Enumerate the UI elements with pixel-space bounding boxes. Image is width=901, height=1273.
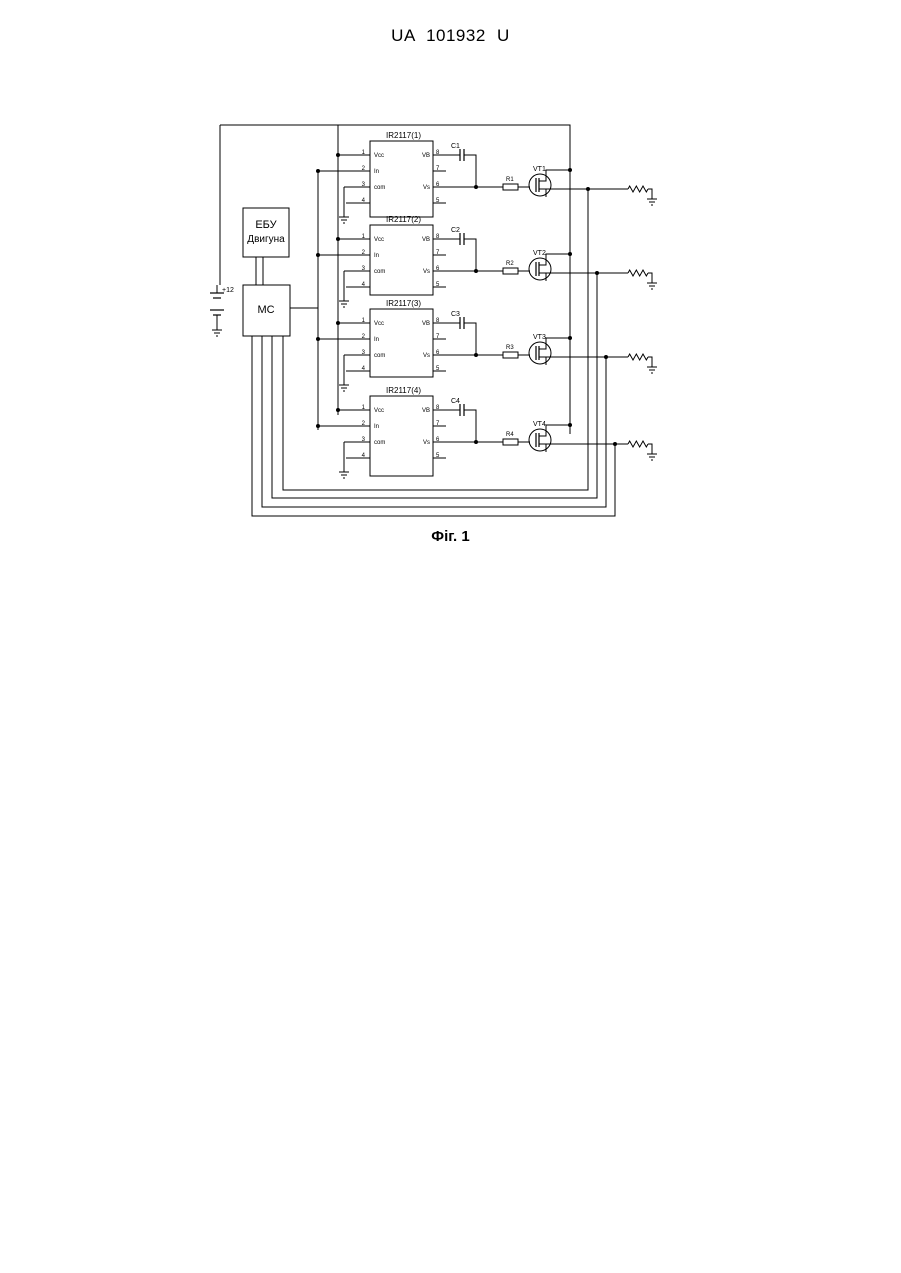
ground-wire xyxy=(344,271,346,301)
mc-block: МС xyxy=(243,285,290,336)
pin-label: Vcc xyxy=(374,153,384,159)
driver-stage-3: IR2117(3)1Vcc2In3com48VB76Vs5C3R3VT3 xyxy=(318,299,652,385)
driver-stage-4: IR2117(4)1Vcc2In3com48VB76Vs5C4R4VT4 xyxy=(318,386,652,476)
pin-label: In xyxy=(374,169,379,175)
junction-dot xyxy=(316,253,320,257)
transistor-label: VT1 xyxy=(533,166,546,173)
ground-icon xyxy=(339,385,349,391)
cap-wire xyxy=(464,239,476,271)
junction-dot xyxy=(474,353,478,357)
pin-label: Vs xyxy=(423,353,430,359)
pin-label: Vcc xyxy=(374,237,384,243)
source-wire xyxy=(546,273,628,281)
ic-name: IR2117(4) xyxy=(386,386,421,395)
load-wire xyxy=(648,444,652,454)
source-wire xyxy=(546,357,628,365)
junction-dot xyxy=(474,269,478,273)
ground-icon xyxy=(339,217,349,223)
pin-label: VB xyxy=(422,321,430,327)
junction-dot xyxy=(595,271,599,275)
capacitor-label: C1 xyxy=(451,143,460,150)
junction-dot xyxy=(568,168,572,172)
static-wiring xyxy=(220,125,615,516)
junction-dot xyxy=(586,187,590,191)
load-wire xyxy=(648,357,652,367)
load-wire xyxy=(648,273,652,283)
ground-icon xyxy=(647,199,657,205)
drain-wire xyxy=(546,254,570,257)
junction-dot xyxy=(336,408,340,412)
mc-label: МС xyxy=(257,304,274,316)
transistor-label: VT4 xyxy=(533,421,546,428)
cap-wire xyxy=(464,410,476,442)
resistor-label: R4 xyxy=(506,432,514,438)
drain-wire xyxy=(546,170,570,173)
transistor-label: VT2 xyxy=(533,250,546,257)
pin-label: com xyxy=(374,440,385,446)
pin-label: In xyxy=(374,337,379,343)
figure-caption: Фіг. 1 xyxy=(0,528,901,545)
junction-dot xyxy=(474,440,478,444)
capacitor-label: C4 xyxy=(451,398,460,405)
pin-label: VB xyxy=(422,237,430,243)
junction-dot xyxy=(316,424,320,428)
ic-name: IR2117(1) xyxy=(386,131,421,140)
junction-dot xyxy=(336,237,340,241)
capacitor-label: C2 xyxy=(451,227,460,234)
driver-stage-1: IR2117(1)1Vcc2In3com48VB76Vs5C1R1VT1 xyxy=(318,131,652,217)
drain-wire xyxy=(546,338,570,341)
pin-label: VB xyxy=(422,153,430,159)
ground-icon xyxy=(647,367,657,373)
ic-name: IR2117(3) xyxy=(386,299,421,308)
resistor-label: R2 xyxy=(506,261,514,267)
pin-label: Vs xyxy=(423,440,430,446)
junction-dot xyxy=(474,185,478,189)
pin-label: Vs xyxy=(423,269,430,275)
cap-wire xyxy=(464,155,476,187)
junction-dot xyxy=(316,169,320,173)
resistor-label: R3 xyxy=(506,345,514,351)
ground-icon xyxy=(647,454,657,460)
junction-dot xyxy=(316,337,320,341)
battery-symbol: +12 xyxy=(210,285,234,336)
junction-dot xyxy=(604,355,608,359)
pin-label: Vcc xyxy=(374,321,384,327)
pin-label: com xyxy=(374,353,385,359)
ic-name: IR2117(2) xyxy=(386,215,421,224)
pin-label: Vcc xyxy=(374,408,384,414)
junction-dot xyxy=(613,442,617,446)
ground-icon xyxy=(647,283,657,289)
drain-wire xyxy=(546,425,570,428)
pin-label: com xyxy=(374,269,385,275)
transistor-label: VT3 xyxy=(533,334,546,341)
ecu-label-line1: ЕБУ xyxy=(255,219,277,231)
junction-dot xyxy=(336,153,340,157)
ground-icon xyxy=(339,301,349,307)
junction-dot xyxy=(336,321,340,325)
pin-label: com xyxy=(374,185,385,191)
circuit-schematic: ЕБУДвигунаМС+12IR2117(1)1Vcc2In3com48VB7… xyxy=(0,0,901,560)
ground-icon xyxy=(339,472,349,478)
supply-label: +12 xyxy=(222,287,234,294)
ground-wire xyxy=(344,355,346,385)
pin-label: VB xyxy=(422,408,430,414)
ecu-label-line2: Двигуна xyxy=(247,234,285,245)
schematic-components: ЕБУДвигунаМС+12IR2117(1)1Vcc2In3com48VB7… xyxy=(210,131,657,478)
capacitor-label: C3 xyxy=(451,311,460,318)
ground-wire xyxy=(344,187,346,217)
driver-stage-2: IR2117(2)1Vcc2In3com48VB76Vs5C2R2VT2 xyxy=(318,215,652,301)
pin-label: Vs xyxy=(423,185,430,191)
load-wire xyxy=(648,189,652,199)
pin-label: In xyxy=(374,253,379,259)
ground-wire xyxy=(344,442,346,472)
cap-wire xyxy=(464,323,476,355)
pin-label: In xyxy=(374,424,379,430)
resistor-label: R1 xyxy=(506,177,514,183)
ecu-block: ЕБУ Двигуна xyxy=(243,208,289,257)
